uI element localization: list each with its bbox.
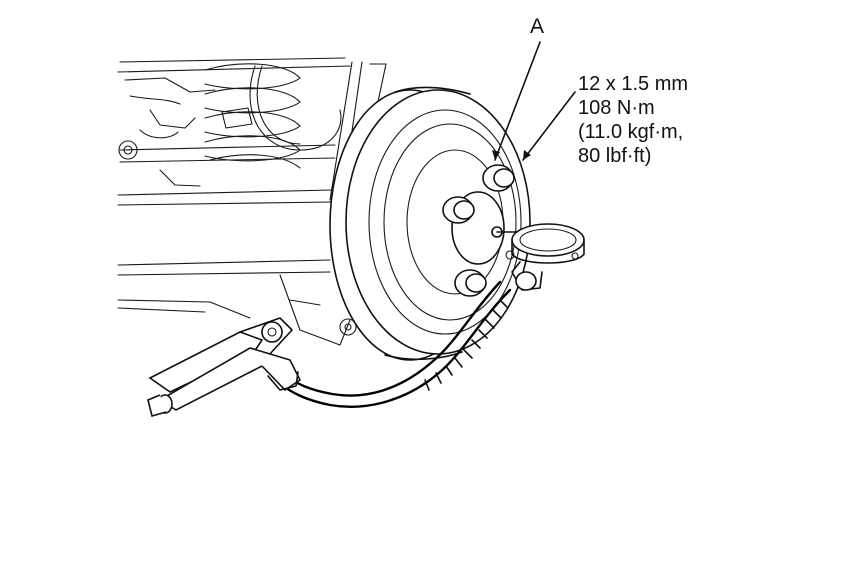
spec-torque-lbfft: 80 lbf·ft) <box>578 145 652 167</box>
suspension-background <box>117 57 387 346</box>
pressure-gauge-icon <box>511 223 585 291</box>
brake-drum-icon <box>329 86 531 361</box>
brake-hose-icon <box>276 280 512 408</box>
torque-spec: 12 x 1.5 mm 108 N·m (11.0 kgf·m, 80 lbf·… <box>578 72 688 168</box>
callout-label-a: A <box>530 15 545 38</box>
callout-leaders <box>492 41 576 161</box>
spec-torque-kgfm: (11.0 kgf·m, <box>578 121 684 143</box>
spec-torque-nm: 108 N·m <box>578 97 655 119</box>
wheel-nut-icon <box>442 164 515 297</box>
locking-pliers-icon <box>147 317 302 417</box>
spec-thread-size: 12 x 1.5 mm <box>578 73 689 95</box>
